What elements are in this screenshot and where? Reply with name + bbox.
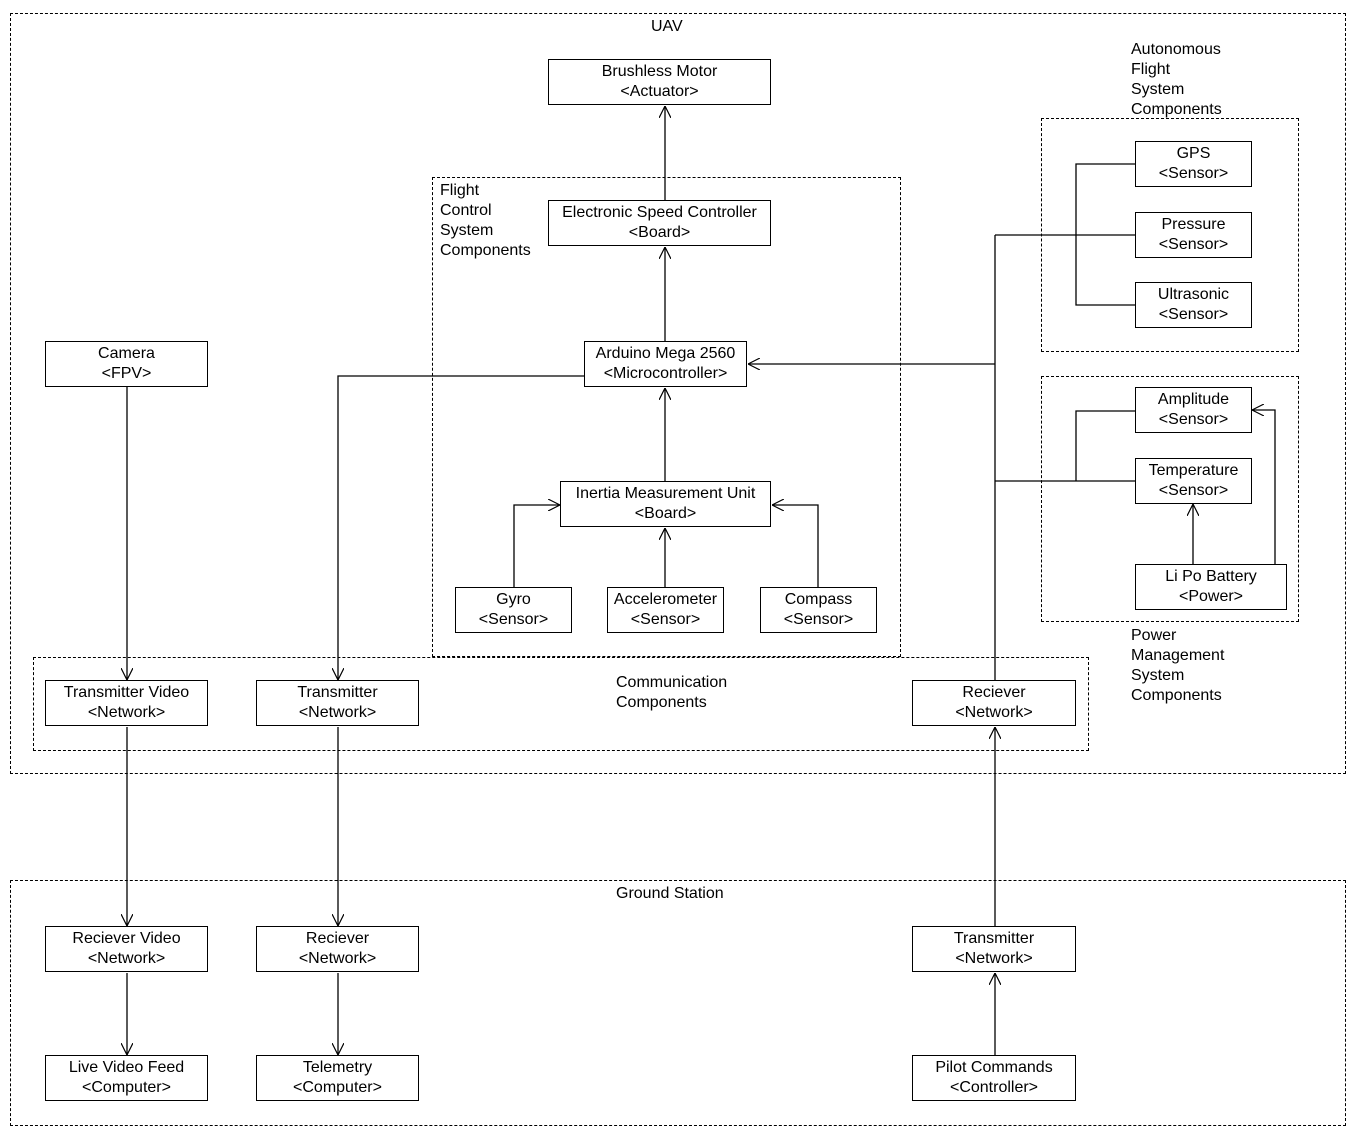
node-name: GPS [1176, 145, 1211, 162]
node-type: <Board> [634, 505, 697, 522]
ground-station-group [10, 880, 1346, 1126]
node-type: <Actuator> [620, 83, 699, 100]
gps-node: GPS <Sensor> [1135, 141, 1252, 187]
node-type: <Network> [298, 704, 377, 721]
lipo-battery-node: Li Po Battery <Power> [1135, 564, 1287, 610]
transmitter-ground-node: Transmitter <Network> [912, 926, 1076, 972]
esc-node: Electronic Speed Controller <Board> [548, 200, 771, 246]
edge-lipo-amplitude [1252, 410, 1276, 564]
node-type: <Sensor> [1158, 236, 1229, 253]
node-type: <Board> [628, 224, 691, 241]
autonomous-group-label: Autonomous Flight System Components [1131, 41, 1222, 118]
power-group-label: Power Management System Components [1131, 627, 1225, 704]
node-name: Transmitter [297, 684, 378, 701]
node-name: Live Video Feed [68, 1059, 185, 1076]
node-name: Temperature [1148, 462, 1239, 479]
arduino-node: Arduino Mega 2560 <Microcontroller> [584, 341, 747, 387]
edge-compass-imu [772, 505, 819, 587]
node-name: Camera [98, 345, 155, 362]
imu-node: Inertia Measurement Unit <Board> [560, 481, 771, 527]
node-type: <Sensor> [478, 611, 549, 628]
node-name: Accelerometer [613, 591, 718, 608]
ultrasonic-node: Ultrasonic <Sensor> [1135, 282, 1252, 328]
ground-station-group-label: Ground Station [616, 885, 724, 902]
node-name: Transmitter [953, 930, 1035, 947]
gyro-node: Gyro <Sensor> [455, 587, 572, 633]
edge-arduino-tx [338, 375, 584, 680]
pilot-commands-node: Pilot Commands <Controller> [912, 1055, 1076, 1101]
node-type: <Network> [87, 704, 166, 721]
communication-group-label: Communication Components [616, 674, 728, 711]
accelerometer-node: Accelerometer <Sensor> [607, 587, 724, 633]
amplitude-node: Amplitude <Sensor> [1135, 387, 1252, 433]
node-name: Arduino Mega 2560 [595, 345, 736, 362]
node-name: Telemetry [302, 1059, 373, 1076]
node-name: Gyro [496, 591, 531, 608]
camera-node: Camera <FPV> [45, 341, 208, 387]
flight-control-group [432, 177, 901, 657]
edge-power-bus [1075, 410, 1135, 481]
node-name: Pilot Commands [935, 1059, 1053, 1076]
node-type: <Controller> [949, 1079, 1039, 1096]
node-type: <Computer> [293, 1079, 382, 1096]
node-type: <Sensor> [1158, 306, 1229, 323]
node-name: Compass [784, 591, 853, 608]
node-name: Reciever [962, 684, 1026, 701]
flight-control-group-label: Flight Control System Components [440, 182, 531, 259]
node-type: <Sensor> [630, 611, 701, 628]
node-type: <Sensor> [1158, 411, 1229, 428]
node-type: <FPV> [101, 365, 152, 382]
node-name: Li Po Battery [1165, 568, 1257, 585]
node-name: Reciever [305, 930, 370, 947]
uav-group-label: UAV [651, 18, 683, 35]
transmitter-uav-node: Transmitter <Network> [256, 680, 419, 726]
node-type: <Microcontroller> [603, 365, 728, 382]
node-name: Brushless Motor [601, 63, 718, 80]
node-type: <Computer> [82, 1079, 171, 1096]
node-name: Reciever Video [72, 930, 181, 947]
node-name: Transmitter Video [63, 684, 190, 701]
node-name: Pressure [1161, 216, 1226, 233]
node-type: <Sensor> [1158, 482, 1229, 499]
temperature-node: Temperature <Sensor> [1135, 458, 1252, 504]
transmitter-video-node: Transmitter Video <Network> [45, 680, 208, 726]
node-type: <Network> [955, 704, 1033, 721]
node-type: <Power> [1178, 588, 1244, 605]
edge-gyro-imu [513, 505, 560, 587]
uav-group [10, 13, 1346, 774]
reciever-video-node: Reciever Video <Network> [45, 926, 208, 972]
reciever-uav-node: Reciever <Network> [912, 680, 1076, 726]
node-type: <Network> [298, 950, 377, 967]
node-type: <Network> [87, 950, 166, 967]
node-type: <Network> [955, 950, 1033, 967]
reciever-ground-node: Reciever <Network> [256, 926, 419, 972]
communication-group [33, 657, 1089, 751]
live-video-feed-node: Live Video Feed <Computer> [45, 1055, 208, 1101]
node-type: <Sensor> [1158, 165, 1229, 182]
compass-node: Compass <Sensor> [760, 587, 877, 633]
telemetry-node: Telemetry <Computer> [256, 1055, 419, 1101]
pressure-node: Pressure <Sensor> [1135, 212, 1252, 258]
node-name: Amplitude [1157, 391, 1230, 408]
node-name: Ultrasonic [1157, 286, 1230, 303]
node-name: Inertia Measurement Unit [575, 485, 756, 502]
power-group [1041, 376, 1299, 622]
brushless-motor-node: Brushless Motor <Actuator> [548, 59, 771, 105]
node-type: <Sensor> [783, 611, 854, 628]
node-name: Electronic Speed Controller [562, 204, 757, 221]
